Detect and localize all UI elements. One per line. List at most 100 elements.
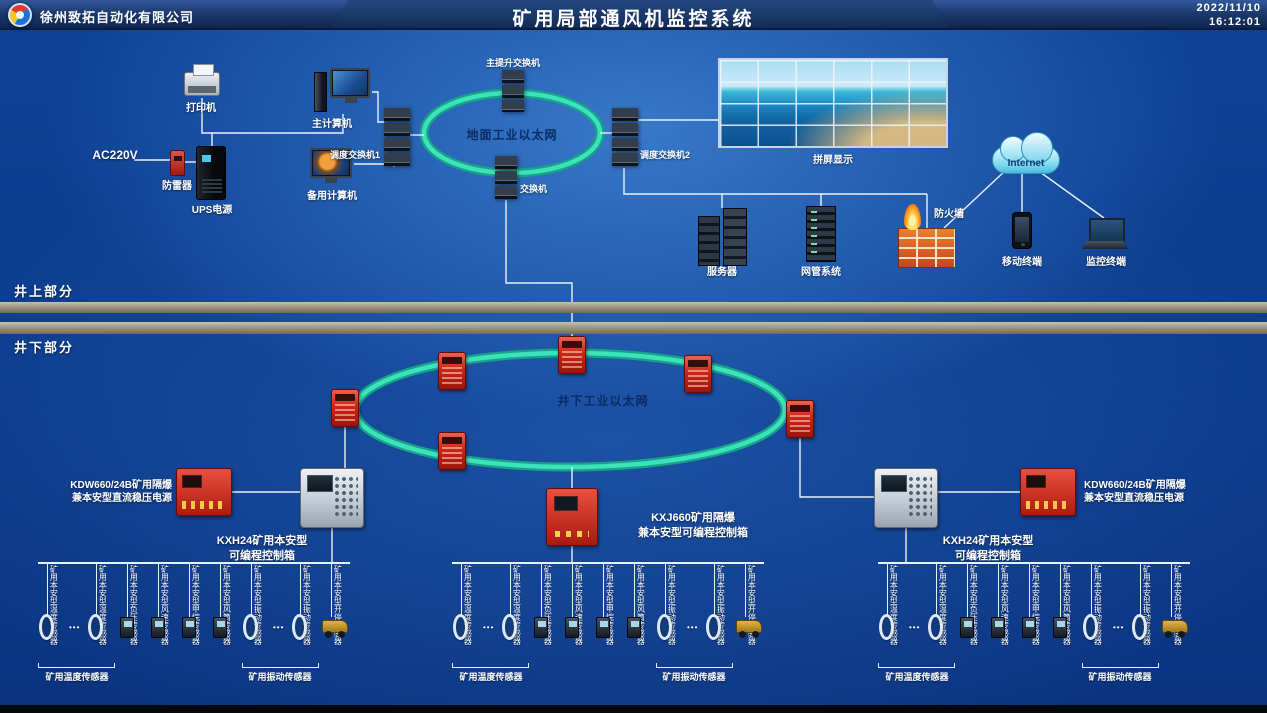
sensor-drop-line [189,562,191,617]
sensor-label: 矿用本安型开停传感器 [1173,565,1183,645]
sensor-column[interactable]: 矿用本安型负压传感器 [118,562,146,662]
sensor-drop-line [887,562,889,617]
sensor-icon [706,614,721,640]
sensor-column[interactable]: 矿用本安型风筒传感器 [211,562,239,662]
sensor-bus-line [452,562,764,564]
sensor-column[interactable]: 矿用本安型振动传感器 [656,562,684,662]
mine-switch-icon[interactable] [438,352,466,390]
sensor-column[interactable]: 矿用本安型负压传感器 [958,562,986,662]
temperature-group-bracket [38,663,115,668]
sensor-column[interactable]: 矿用本安型风速传感器 [563,562,591,662]
sensor-icon [182,617,196,638]
laptop-icon[interactable] [1082,218,1128,251]
sensor-column[interactable]: 矿用本安型风筒传感器 [1051,562,1079,662]
sensor-column[interactable]: ••• [483,562,498,662]
dispatch-switch-1-icon[interactable] [384,108,410,168]
flameproof-controller-icon[interactable] [546,488,598,546]
page-title: 矿用局部通风机监控系统 [512,9,755,30]
mine-switch-icon[interactable] [684,355,712,393]
sensor-drop-line [251,562,253,617]
sensor-column[interactable]: 矿用本安型振动传感器 [1082,562,1110,662]
main-computer-icon[interactable] [314,66,372,116]
sensor-drop-line [96,562,98,617]
mine-switch-icon[interactable] [438,432,466,470]
firewall-label: 防火墙 [934,209,964,220]
middle-sensor-branch: 矿用本安型温度传感器 ••• 矿用本安型温度传感器 矿用本安型负压传感器 矿用本… [452,560,764,690]
sensor-column[interactable]: ••• [909,562,924,662]
sensor-column[interactable]: 矿用本安型开停传感器 [736,562,764,662]
flame-icon [900,202,924,232]
sensor-column[interactable]: ••• [273,562,288,662]
sensor-label: ••• [687,623,699,632]
sensor-drop-line [1060,562,1062,617]
server-icon[interactable] [698,208,747,266]
sensor-label: 矿用本安型温度传感器 [889,565,899,645]
sensor-column[interactable]: 矿用本安型负压传感器 [532,562,560,662]
dc-power-supply-icon[interactable] [1020,468,1076,516]
sensor-column[interactable]: 矿用本安型振动传感器 [705,562,733,662]
sensor-column[interactable]: 矿用本安型振动传感器 [1131,562,1159,662]
computer-monitor-icon [310,148,352,183]
mine-switch-icon[interactable] [558,336,586,374]
sensor-label: 矿用本安型开停传感器 [333,565,343,645]
sensor-icon [151,617,165,638]
sensor-column[interactable]: 矿用本安型振动传感器 [242,562,270,662]
datetime-display: 2022/11/10 16:12:01 [1197,2,1261,30]
sensor-column[interactable]: ••• [69,562,84,662]
sensor-icon [120,617,134,638]
sensor-column[interactable]: 矿用本安型开停传感器 [322,562,350,662]
sensor-drop-line [461,562,463,617]
sensor-column[interactable]: 矿用本安型风速传感器 [989,562,1017,662]
main-computer-label: 主计算机 [312,119,352,130]
vibration-group-label: 矿用振动传感器 [248,672,312,682]
dispatch-switch-1-label: 调度交换机1 [329,150,380,160]
sensor-column[interactable]: 矿用本安型温度传感器 [878,562,906,662]
wire [201,98,344,134]
wire [372,91,384,123]
sensor-icon [736,620,762,638]
sensor-column[interactable]: 矿用本安型开停传感器 [1162,562,1190,662]
backup-computer-icon[interactable] [310,148,354,188]
sensor-label: ••• [69,623,81,632]
company-name: 徐州致拓自动化有限公司 [40,10,195,25]
switch-icon[interactable] [495,156,517,200]
wire [623,168,927,195]
wire [943,169,1007,229]
temperature-group-label: 矿用温度传感器 [885,672,949,682]
sensor-column[interactable]: 矿用本安型温度传感器 [452,562,480,662]
sensor-column[interactable]: 矿用本安型甲烷传感器 [594,562,622,662]
sensor-label: 矿用本安型风筒传感器 [1062,565,1072,645]
right-power-label-line2: 兼本安型直流稳压电源 [1084,493,1184,504]
sensor-bus-line [878,562,1190,564]
internet-cloud-icon[interactable]: Internet [992,132,1060,174]
printer-label: 打印机 [186,103,216,114]
sensor-column[interactable]: 矿用本安型风筒传感器 [625,562,653,662]
vibration-group-bracket [656,663,733,668]
dispatch-switch-2-icon[interactable] [612,108,638,168]
sensor-column[interactable]: 矿用本安型振动传感器 [291,562,319,662]
mine-switch-icon[interactable] [331,389,359,427]
plc-control-box-icon[interactable] [300,468,364,528]
sensor-column[interactable]: 矿用本安型温度传感器 [87,562,115,662]
ups-tower-icon[interactable] [196,146,226,200]
lightning-arrester-icon[interactable] [170,150,185,176]
smartphone-icon[interactable] [1012,212,1032,249]
sensor-column[interactable]: 矿用本安型甲烷传感器 [180,562,208,662]
sensor-column[interactable]: 矿用本安型温度传感器 [38,562,66,662]
sensor-column[interactable]: ••• [1113,562,1128,662]
mine-switch-icon[interactable] [786,400,814,438]
sensor-column[interactable]: 矿用本安型甲烷传感器 [1020,562,1048,662]
dc-power-supply-icon[interactable] [176,468,232,516]
sensor-column[interactable]: 矿用本安型风速传感器 [149,562,177,662]
firewall-icon[interactable] [898,228,956,268]
sensor-drop-line [158,562,160,617]
right-power-label-line1: KDW660/24B矿用隔爆 [1084,480,1186,491]
sensor-column[interactable]: 矿用本安型温度传感器 [501,562,529,662]
printer-icon[interactable] [184,64,220,96]
rack-icon[interactable] [806,206,836,262]
sensor-column[interactable]: 矿用本安型温度传感器 [927,562,955,662]
plc-control-box-icon[interactable] [874,468,938,528]
sensor-column[interactable]: ••• [687,562,702,662]
hoist-switch-icon[interactable] [502,70,524,112]
video-wall-icon[interactable] [718,58,948,148]
